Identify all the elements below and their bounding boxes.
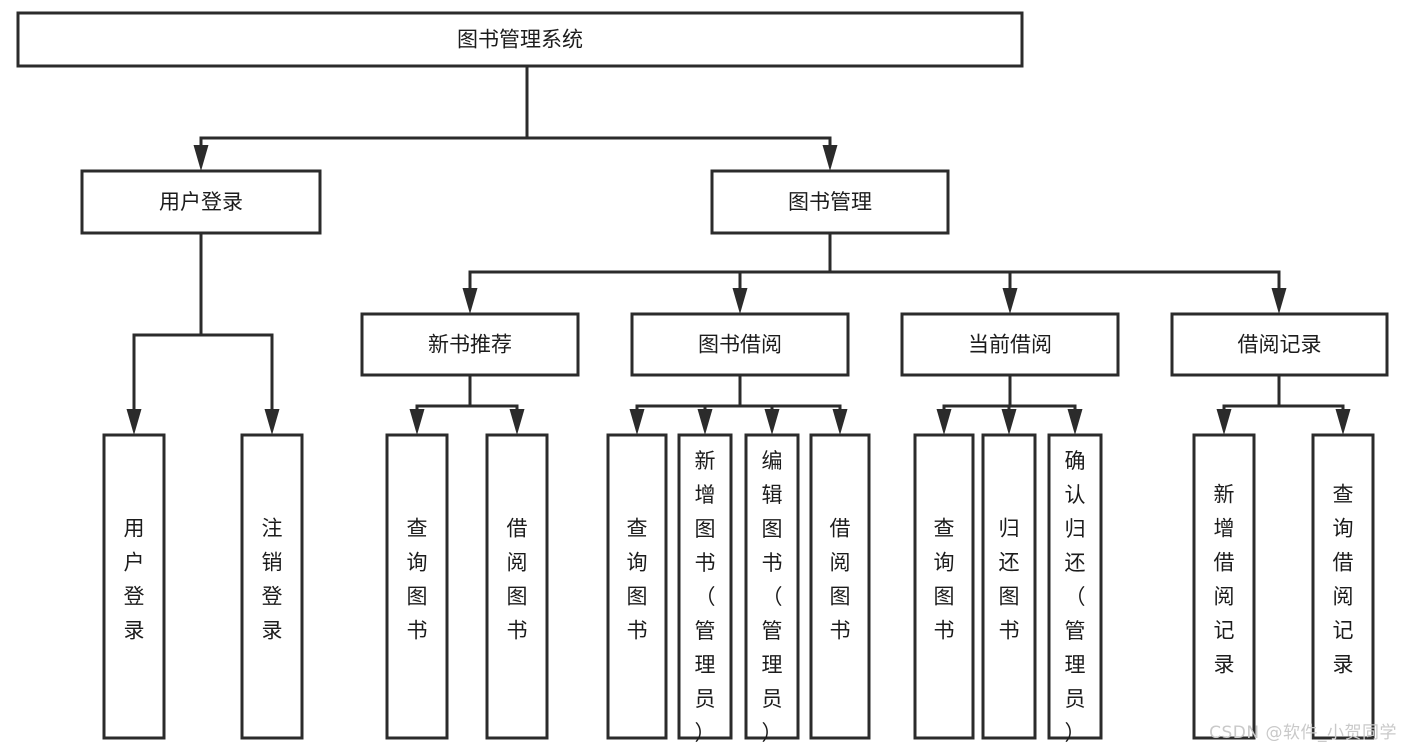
node-label: 当前借阅 — [968, 333, 1052, 357]
arrow-head-icon — [1001, 409, 1017, 435]
node-label: 用户登录 — [159, 190, 243, 214]
arrow-head-icon — [764, 409, 780, 435]
node-box[interactable] — [1047, 433, 1103, 740]
conn-current-to-leaves — [936, 373, 1083, 435]
node-box[interactable] — [360, 312, 580, 377]
node-box[interactable] — [485, 433, 549, 740]
arrow-head-icon — [936, 409, 952, 435]
node-label: 归还图书 — [999, 517, 1020, 643]
node-label: 查询图书 — [934, 517, 955, 643]
arrow-head-icon — [126, 409, 142, 435]
conn-root-to-level1 — [193, 64, 838, 171]
node-label: 查询图书 — [407, 517, 428, 643]
node-box[interactable] — [630, 312, 850, 377]
node-root[interactable]: 图书管理系统 — [16, 11, 1024, 68]
node-label: 查询借阅记录 — [1333, 483, 1354, 677]
node-book-manage[interactable]: 图书管理 — [710, 169, 950, 235]
node-leaf-confirm-return-admin[interactable]: 确认归还（管理员） — [1047, 433, 1103, 745]
conn-bookmanage-to-level2 — [462, 231, 1287, 314]
node-box[interactable] — [16, 11, 1024, 68]
node-leaf-user-logout[interactable]: 注销登录 — [240, 433, 304, 740]
node-box[interactable] — [710, 169, 950, 235]
node-label: 注销登录 — [262, 517, 283, 643]
node-label: 借阅图书 — [507, 517, 528, 643]
node-box[interactable] — [809, 433, 871, 740]
conn-borrow-to-leaves — [629, 373, 848, 435]
node-label: 图书管理系统 — [457, 28, 583, 52]
conn-recommend-to-leaves — [409, 373, 525, 435]
node-current-borrow[interactable]: 当前借阅 — [900, 312, 1120, 377]
node-box[interactable] — [1311, 433, 1375, 740]
node-label: 借阅记录 — [1238, 333, 1322, 357]
node-borrow-record[interactable]: 借阅记录 — [1170, 312, 1389, 377]
arrow-head-icon — [1271, 288, 1287, 314]
arrow-head-icon — [832, 409, 848, 435]
arrow-head-icon — [732, 288, 748, 314]
arrow-head-icon — [264, 409, 280, 435]
node-new-book-recommend[interactable]: 新书推荐 — [360, 312, 580, 377]
node-label: 新增借阅记录 — [1214, 483, 1235, 677]
node-leaf-add-borrow-record[interactable]: 新增借阅记录 — [1192, 433, 1256, 740]
node-box[interactable] — [913, 433, 975, 740]
node-box[interactable] — [1192, 433, 1256, 740]
node-leaf-query-book-3[interactable]: 查询图书 — [913, 433, 975, 740]
node-label: 图书管理 — [788, 190, 872, 214]
arrow-head-icon — [1216, 409, 1232, 435]
conn-userlogin-to-leaves — [126, 231, 280, 435]
node-leaf-query-book-2[interactable]: 查询图书 — [606, 433, 668, 740]
node-box[interactable] — [606, 433, 668, 740]
node-box[interactable] — [240, 433, 304, 740]
node-label: 新增图书（管理员） — [695, 449, 716, 745]
node-box[interactable] — [677, 433, 733, 740]
node-box[interactable] — [981, 433, 1037, 740]
node-box[interactable] — [744, 433, 800, 740]
node-leaf-query-borrow-record[interactable]: 查询借阅记录 — [1311, 433, 1375, 740]
node-leaf-add-book-admin[interactable]: 新增图书（管理员） — [677, 433, 733, 745]
node-label: 借阅图书 — [830, 517, 851, 643]
node-label: 编辑图书（管理员） — [762, 449, 783, 745]
conn-record-to-leaves — [1216, 373, 1351, 435]
arrow-head-icon — [193, 145, 209, 171]
arrow-head-icon — [629, 409, 645, 435]
node-book-borrow[interactable]: 图书借阅 — [630, 312, 850, 377]
node-label: 查询图书 — [627, 517, 648, 643]
node-box[interactable] — [900, 312, 1120, 377]
arrow-head-icon — [697, 409, 713, 435]
arrow-head-icon — [409, 409, 425, 435]
node-layer: 图书管理系统用户登录图书管理新书推荐图书借阅当前借阅借阅记录用户登录注销登录查询… — [16, 11, 1389, 745]
node-box[interactable] — [385, 433, 449, 740]
node-leaf-return-book[interactable]: 归还图书 — [981, 433, 1037, 740]
node-label: 新书推荐 — [428, 333, 512, 357]
node-box[interactable] — [80, 169, 322, 235]
node-leaf-user-login[interactable]: 用户登录 — [102, 433, 166, 740]
node-user-login[interactable]: 用户登录 — [80, 169, 322, 235]
node-box[interactable] — [1170, 312, 1389, 377]
node-leaf-query-book-1[interactable]: 查询图书 — [385, 433, 449, 740]
node-label: 确认归还（管理员） — [1065, 449, 1086, 745]
node-leaf-borrow-book-1[interactable]: 借阅图书 — [485, 433, 549, 740]
arrow-head-icon — [1002, 288, 1018, 314]
node-box[interactable] — [102, 433, 166, 740]
node-leaf-borrow-book-2[interactable]: 借阅图书 — [809, 433, 871, 740]
node-label: 图书借阅 — [698, 333, 782, 357]
arrow-head-icon — [822, 145, 838, 171]
node-label: 用户登录 — [124, 517, 145, 643]
arrow-head-icon — [1335, 409, 1351, 435]
arrow-head-icon — [462, 288, 478, 314]
arrow-head-icon — [1067, 409, 1083, 435]
arrow-head-icon — [509, 409, 525, 435]
connector-layer — [126, 64, 1351, 435]
node-leaf-edit-book-admin[interactable]: 编辑图书（管理员） — [744, 433, 800, 745]
